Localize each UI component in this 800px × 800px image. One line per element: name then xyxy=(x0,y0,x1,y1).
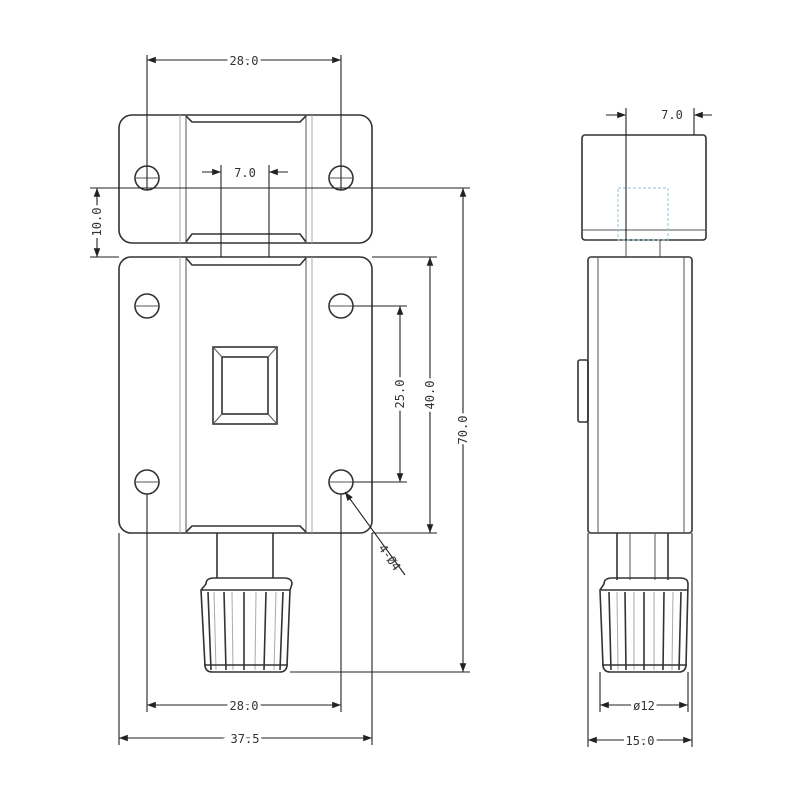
dim-37-5: 37.5 xyxy=(118,533,373,749)
dim-side-15: 15.0 xyxy=(587,533,693,751)
dim-label: 10.0 xyxy=(90,208,104,237)
dim-label: 28.0 xyxy=(230,699,259,713)
dim-label: 28.0 xyxy=(230,54,259,68)
side-hidden-slot xyxy=(617,187,669,241)
dim-label: 40.0 xyxy=(423,381,437,410)
bolt-stem xyxy=(216,533,274,578)
square-window xyxy=(212,346,278,425)
side-protrusion xyxy=(577,359,589,423)
mounting-holes-body xyxy=(134,293,354,495)
dim-side-dia12: ø12 xyxy=(599,672,689,716)
dim-label: 7.0 xyxy=(234,166,256,180)
dim-label: 7.0 xyxy=(661,108,683,122)
dim-top-28: 28.0 xyxy=(146,51,342,190)
dim-bottom-28: 28.0 xyxy=(146,494,342,716)
side-view: 7.0 ø12 15.0 xyxy=(577,108,712,751)
slot-hidden-outline xyxy=(220,187,270,258)
front-view: 28.0 7.0 10.0 70.0 40.0 25.0 xyxy=(87,51,473,749)
side-body xyxy=(587,256,693,534)
dim-label: ø12 xyxy=(633,699,655,713)
main-body xyxy=(118,256,373,534)
side-knob xyxy=(599,577,689,673)
dim-10: 10.0 xyxy=(87,187,470,258)
dim-side-7: 7.0 xyxy=(606,108,712,240)
knob xyxy=(200,577,293,673)
dim-label: 37.5 xyxy=(231,732,260,746)
dim-label: 70.0 xyxy=(456,416,470,445)
dim-label: 15.0 xyxy=(626,734,655,748)
dim-25: 25.0 xyxy=(353,305,410,483)
dim-70: 70.0 xyxy=(290,188,473,673)
top-plate xyxy=(118,114,373,258)
dim-label: 25.0 xyxy=(393,380,407,409)
dim-40: 40.0 xyxy=(372,256,440,534)
dim-slot-7: 7.0 xyxy=(202,165,288,257)
dim-label: 4-Ø4 xyxy=(376,542,404,574)
